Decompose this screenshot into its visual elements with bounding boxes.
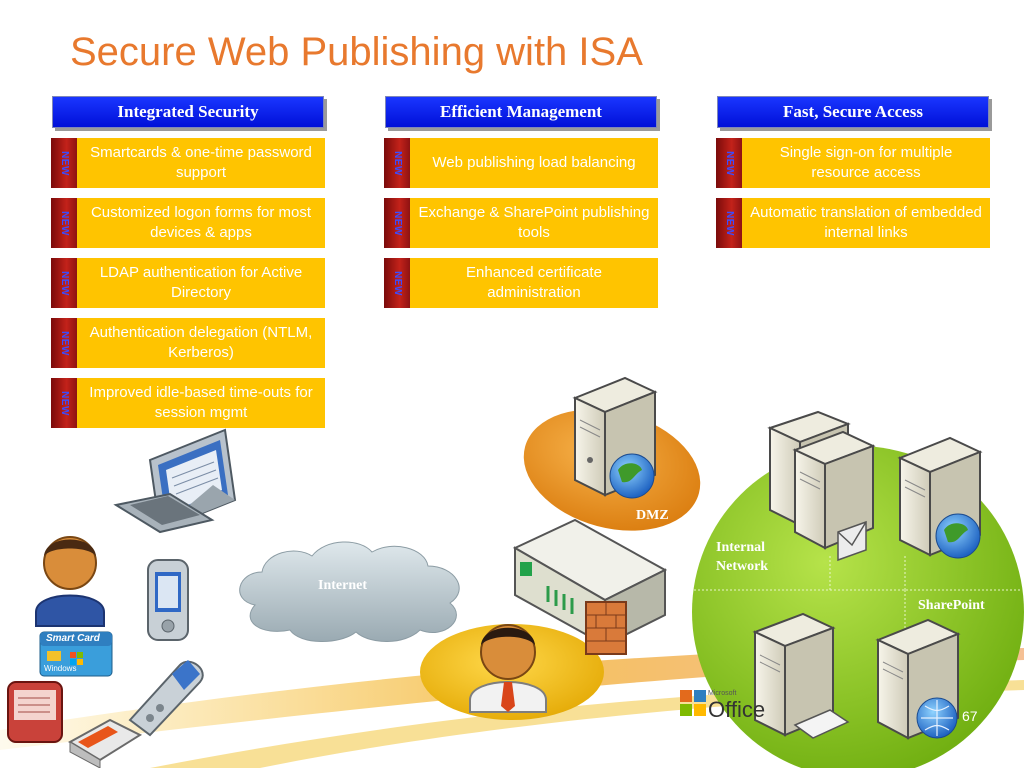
page-title: Secure Web Publishing with ISA — [70, 30, 643, 74]
new-badge: NEW — [384, 138, 410, 188]
feature-item: NEW Authentication delegation (NTLM, Ker… — [51, 318, 325, 368]
new-badge: NEW — [51, 258, 77, 308]
feature-item: NEW Improved idle-based time-outs for se… — [51, 378, 325, 428]
new-badge: NEW — [716, 198, 742, 248]
web-server-icon — [572, 376, 658, 499]
feature-item: NEW Single sign-on for multiple resource… — [716, 138, 990, 188]
column-header-integrated-security: Integrated Security — [52, 96, 324, 128]
new-badge: NEW — [51, 198, 77, 248]
card-reader-icon — [67, 718, 143, 768]
feature-item: NEW Automatic translation of embedded in… — [716, 198, 990, 248]
server-icon — [897, 436, 983, 559]
feature-item: NEW Smartcards & one-time password suppo… — [51, 138, 325, 188]
office-logo — [680, 690, 706, 716]
dmz-label: DMZ — [636, 508, 669, 523]
server-icon — [752, 612, 850, 739]
smart-card-label: Smart Card — [46, 633, 100, 644]
office-logo-text: Office — [708, 697, 766, 722]
new-badge: NEW — [51, 138, 77, 188]
new-badge: NEW — [384, 258, 410, 308]
internal-network-label: Internal Network — [716, 540, 769, 574]
office-logo-small-text: Microsoft — [708, 690, 737, 697]
network-line — [694, 555, 1022, 640]
mobile-phone-icon — [128, 660, 204, 737]
firewall-appliance-icon — [512, 518, 668, 655]
user-icon — [469, 624, 547, 713]
decorative-swoosh — [150, 680, 1024, 768]
feature-item: NEW Customized logon forms for most devi… — [51, 198, 325, 248]
laptop-icon — [113, 428, 237, 534]
internet-cloud — [239, 541, 460, 642]
new-badge: NEW — [716, 138, 742, 188]
column-header-efficient-management: Efficient Management — [385, 96, 657, 128]
sharepoint-server-icon — [875, 618, 961, 740]
feature-item: NEW LDAP authentication for Active Direc… — [51, 258, 325, 308]
user-icon — [35, 536, 105, 627]
column-header-fast-secure-access: Fast, Secure Access — [717, 96, 989, 128]
feature-item: NEW Web publishing load balancing — [384, 138, 658, 188]
page-number: 67 — [962, 708, 978, 724]
new-badge: NEW — [384, 198, 410, 248]
new-badge: NEW — [51, 378, 77, 428]
sharepoint-label: SharePoint — [918, 598, 985, 613]
internet-label: Internet — [318, 578, 367, 593]
feature-item: NEW Exchange & SharePoint publishing too… — [384, 198, 658, 248]
smart-card-icon — [39, 631, 113, 677]
pager-icon — [7, 681, 63, 743]
exchange-server-icon — [792, 430, 876, 562]
pda-icon — [147, 559, 189, 641]
feature-item: NEW Enhanced certificate administration — [384, 258, 658, 308]
smart-card-sublabel: Windows — [44, 664, 77, 673]
new-badge: NEW — [51, 318, 77, 368]
